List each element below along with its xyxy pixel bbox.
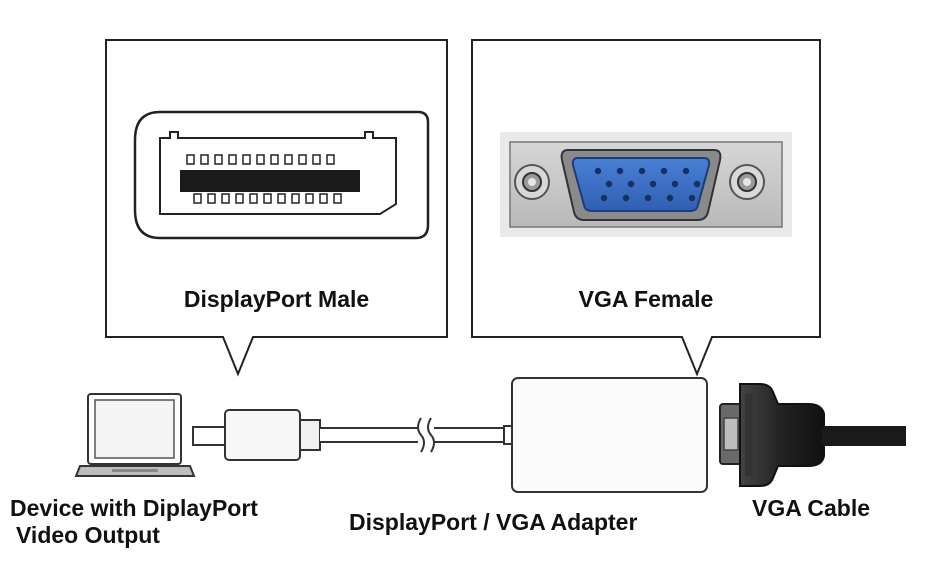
vga-socket-icon (500, 132, 792, 237)
source-device-label-line2: Video Output (16, 522, 160, 548)
adapter-body-icon (511, 377, 708, 493)
displayport-male-label: DisplayPort Male (183, 286, 370, 312)
vga-female-label: VGA Female (578, 286, 714, 312)
displayport-plug-icon (192, 409, 321, 461)
laptop-icon (74, 393, 196, 477)
adapter-cable (320, 417, 515, 453)
displayport-connector-icon (133, 110, 430, 240)
vga-cable-label: VGA Cable (752, 495, 871, 521)
source-device-label: Device with DiplayPort Video Output (10, 495, 258, 549)
vga-cable-icon (719, 383, 906, 487)
adapter-label: DisplayPort / VGA Adapter (349, 509, 638, 535)
source-device-label-line1: Device with DiplayPort (10, 495, 258, 521)
